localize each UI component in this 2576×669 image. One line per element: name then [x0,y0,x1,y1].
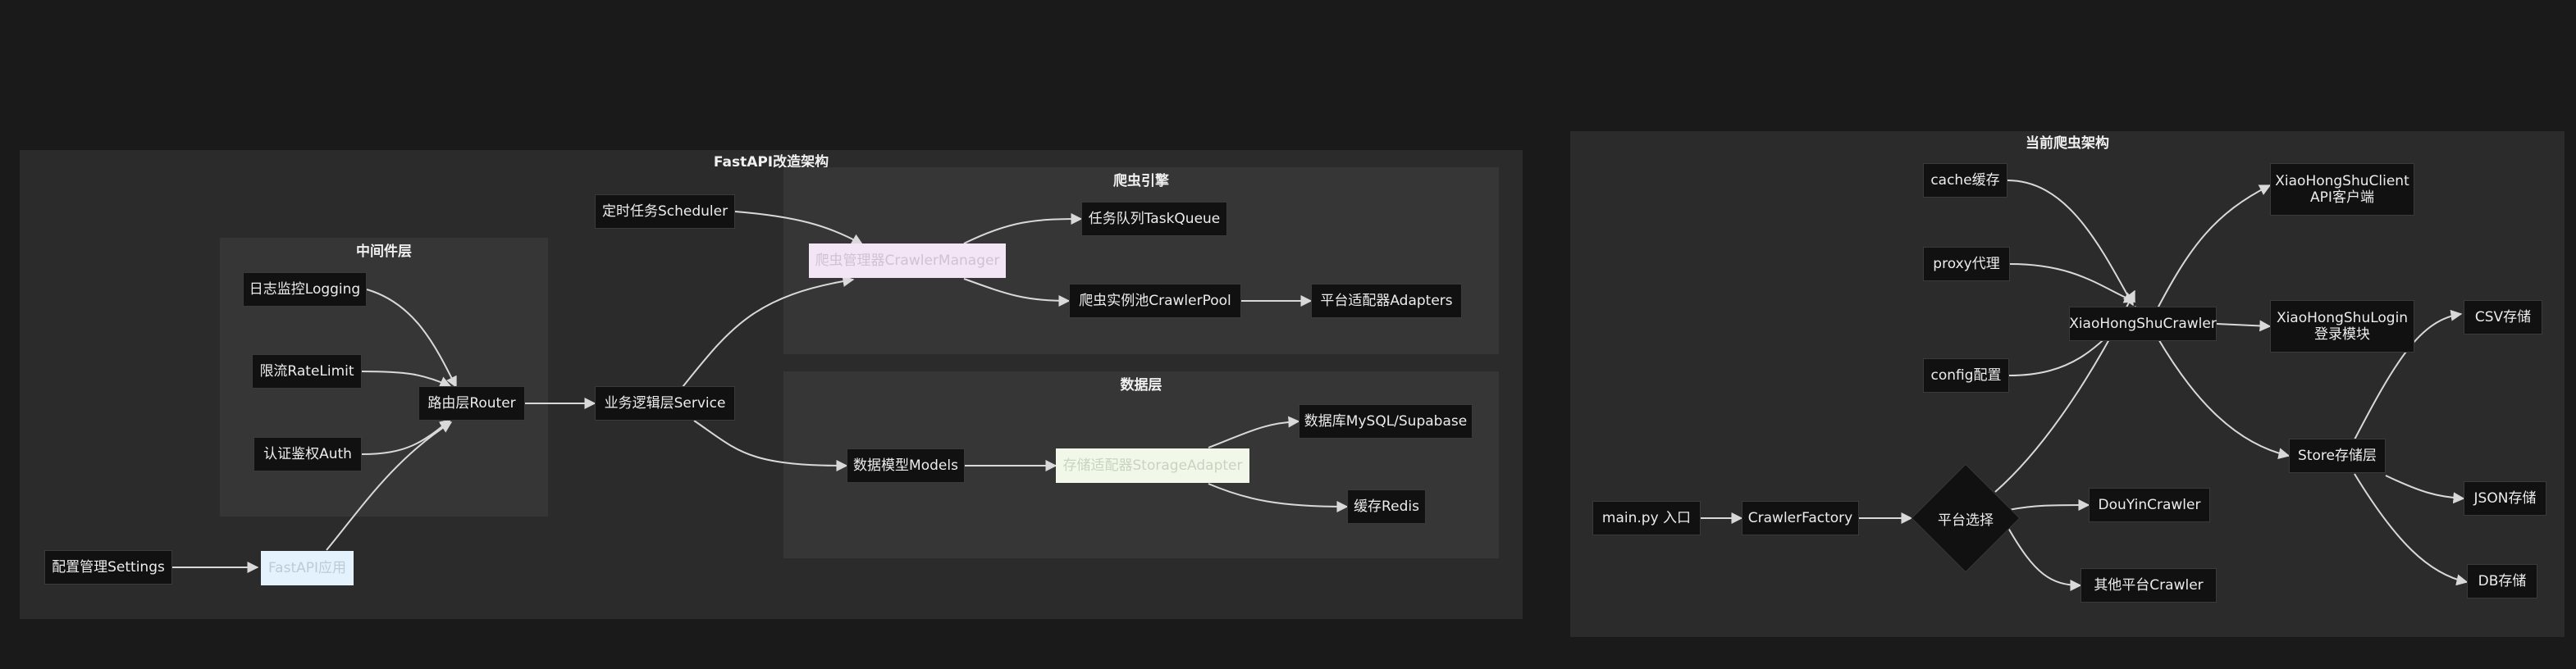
edge-store-json [2385,475,2465,504]
node-csv[interactable]: CSV存储 [2464,300,2542,334]
edge-crawlermanager-taskqueue [963,213,1083,244]
node-douyin[interactable]: DouYinCrawler [2089,488,2210,522]
edge-xhs-client [2157,184,2272,309]
edge-xhs-login [2216,320,2272,332]
node-service[interactable]: 业务逻辑层Service [595,386,735,421]
node-other[interactable]: 其他平台Crawler [2080,568,2217,603]
edge-auth-router [361,419,452,455]
edge-ratelimit-router [361,371,452,388]
node-logging[interactable]: 日志监控Logging [243,272,367,307]
platform-select-label: 平台选择 [1938,512,1994,529]
xhs-client-line-2: API客户端 [2310,189,2374,206]
node-json[interactable]: JSON存储 [2464,481,2546,516]
edge-store-db [2354,473,2469,586]
xhs-login-line-2: 登录模块 [2314,326,2370,343]
node-factory[interactable]: CrawlerFactory [1742,501,1859,535]
edge-crawlermanager-crawlerpool [963,278,1071,307]
node-router[interactable]: 路由层Router [418,386,525,421]
node-store[interactable]: Store存储层 [2289,439,2386,473]
node-xhs-crawler[interactable]: XiaoHongShuCrawler [2069,307,2217,341]
cluster-current-title: 当前爬虫架构 [2026,135,2109,152]
cluster-middleware-title: 中间件层 [356,243,412,260]
node-platform-select[interactable]: 平台选择 [1911,463,2021,573]
node-task-queue[interactable]: 任务队列TaskQueue [1081,202,1227,236]
node-mysql[interactable]: 数据库MySQL/Supabase [1299,404,1473,439]
cluster-crawler-engine-title: 爬虫引擎 [1113,173,1169,189]
edge-scheduler-crawlermanager [734,211,864,245]
node-fastapi-app[interactable]: FastAPI应用 [261,551,354,585]
node-redis[interactable]: 缓存Redis [1347,489,1426,524]
node-xhs-login[interactable]: XiaoHongShuLogin 登录模块 [2270,300,2414,353]
cluster-data-layer-title: 数据层 [1120,377,1162,394]
edge-proxy-xhs [2009,263,2136,303]
node-xhs-client[interactable]: XiaoHongShuClient API客户端 [2270,163,2414,216]
node-adapters[interactable]: 平台适配器Adapters [1311,284,1462,318]
edge-service-crawlermanager [682,275,855,388]
node-crawler-pool[interactable]: 爬虫实例池CrawlerPool [1069,284,1241,318]
edge-xhs-store [2157,337,2291,460]
edge-storageadapter-mysql [1208,416,1300,448]
cluster-fastapi-title: FastAPI改造架构 [713,154,829,171]
edge-service-models [693,420,848,471]
node-settings[interactable]: 配置管理Settings [44,550,172,585]
edge-platform-douyin [2007,499,2090,512]
node-rate-limit[interactable]: 限流RateLimit [252,354,362,389]
node-storage-adapter[interactable]: 存储适配器StorageAdapter [1056,448,1249,483]
xhs-client-line-1: XiaoHongShuClient [2275,173,2409,189]
node-models[interactable]: 数据模型Models [847,448,965,483]
node-proxy[interactable]: proxy代理 [1923,247,2010,281]
node-scheduler[interactable]: 定时任务Scheduler [595,194,735,229]
edge-cache-xhs [2007,180,2134,307]
xhs-login-line-1: XiaoHongShuLogin [2276,310,2409,326]
edge-fastapi-router [326,421,453,551]
edge-storageadapter-redis [1208,483,1349,512]
edge-platform-other [2007,527,2082,591]
edge-logging-router [366,289,457,389]
node-crawler-manager[interactable]: 爬虫管理器CrawlerManager [809,243,1006,278]
node-main[interactable]: main.py 入口 [1592,501,1701,535]
node-db[interactable]: DB存储 [2467,564,2537,598]
node-auth[interactable]: 认证鉴权Auth [253,437,362,471]
node-config[interactable]: config配置 [1923,358,2009,393]
node-cache[interactable]: cache缓存 [1923,163,2007,198]
